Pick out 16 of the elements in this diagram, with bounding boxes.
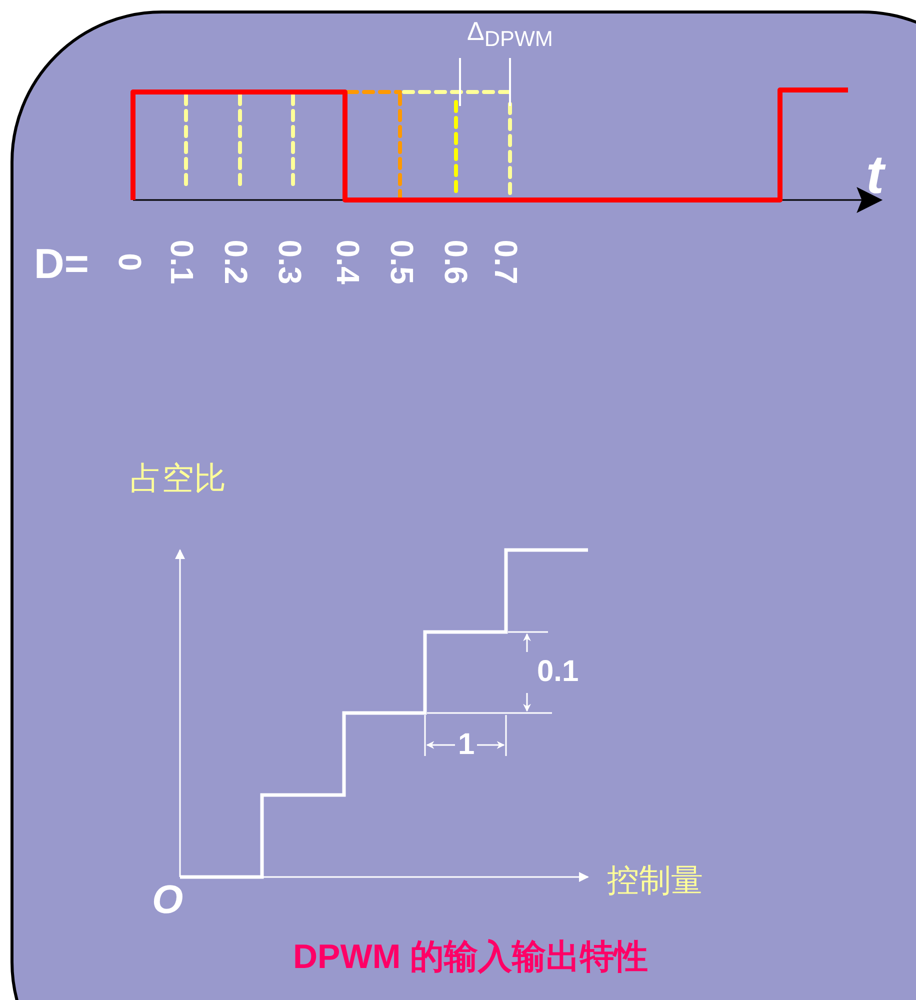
caption: DPWM 的输入输出特性 (293, 940, 648, 974)
origin-label: O (152, 880, 184, 920)
axis-label: D= (34, 243, 89, 285)
axis-label: t (866, 148, 884, 202)
tick-label: 0.3 (274, 240, 306, 284)
tick-label: 0 (114, 253, 146, 271)
dimension-label: Δ$_{DPWM}$ (467, 18, 553, 50)
axis-label: 占空比 (130, 462, 226, 494)
tick-label: 0.1 (166, 240, 198, 284)
tick-label: 0.2 (220, 240, 252, 284)
tick-label: 0.4 (332, 240, 364, 284)
tick-label: 0.7 (490, 240, 522, 284)
dimension-label: 0.1 (537, 657, 579, 687)
tick-label: 0.6 (440, 240, 472, 284)
tick-label: 0.5 (386, 240, 418, 284)
axis-label: 控制量 (607, 864, 703, 896)
